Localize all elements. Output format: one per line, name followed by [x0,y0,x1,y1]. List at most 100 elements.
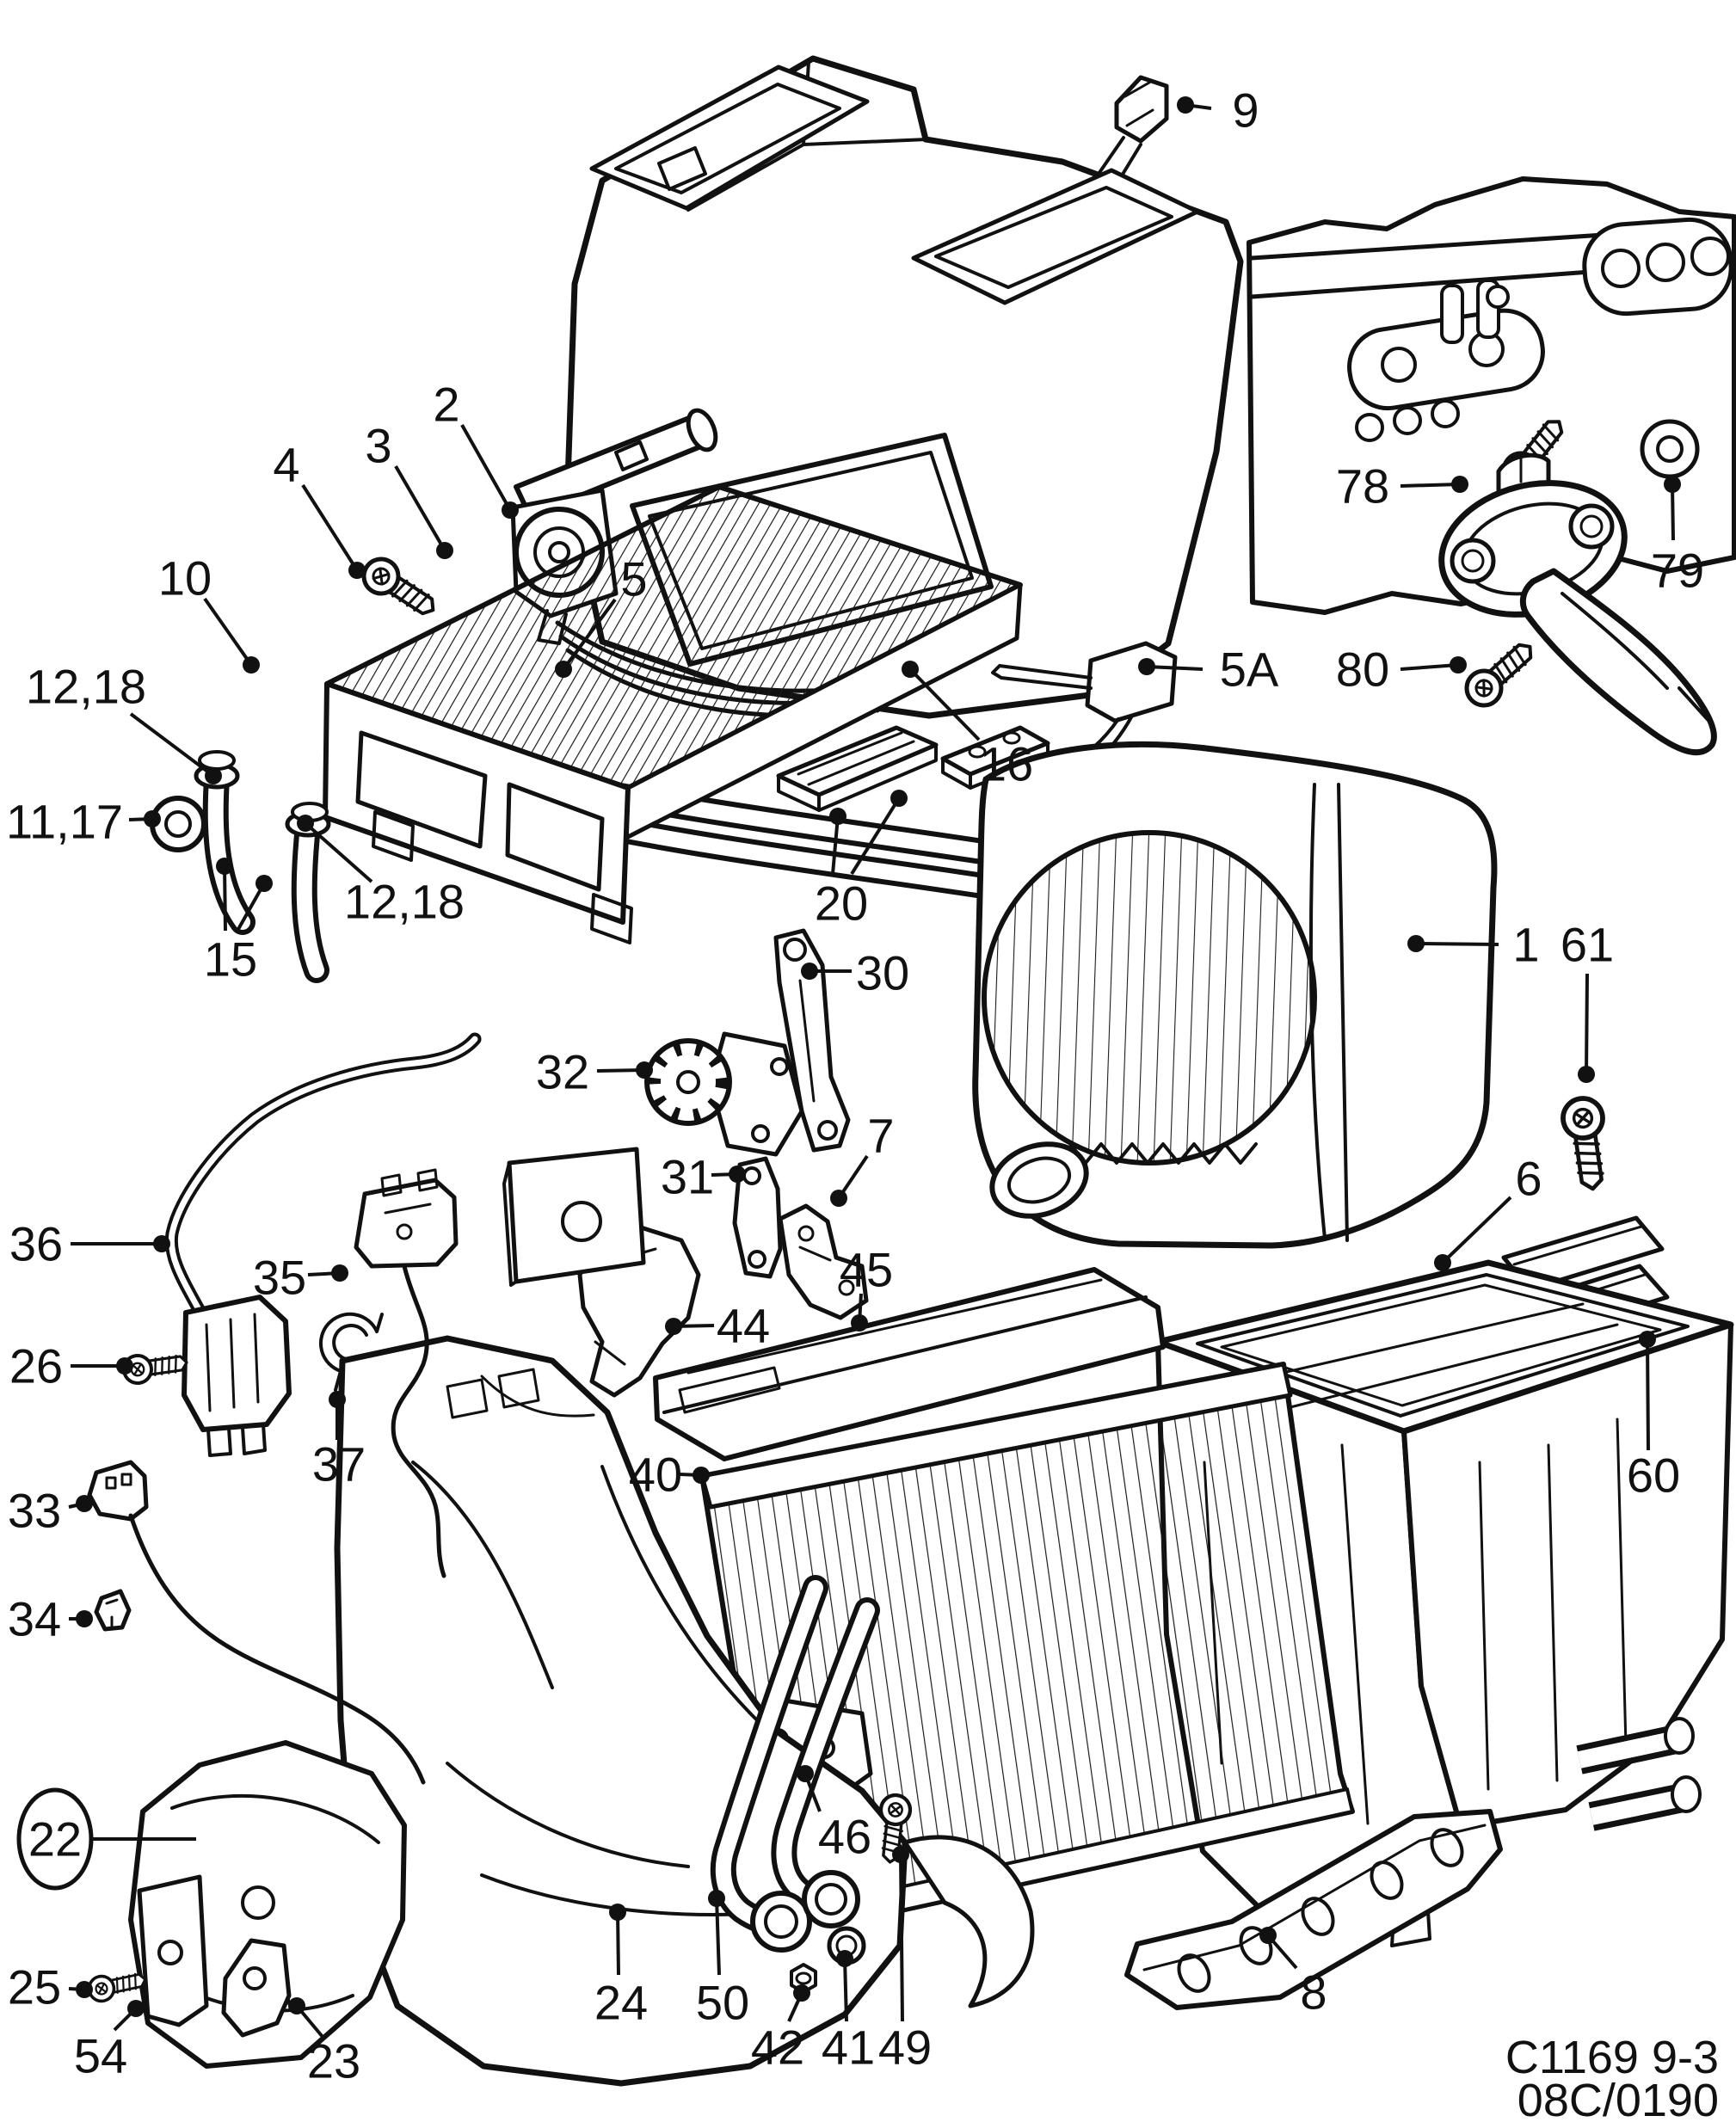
clip-37 [318,1312,384,1392]
callout-label: 42 [751,2021,804,2075]
callout-label: 25 [8,1960,61,2014]
bracket-35 [354,1168,459,1578]
bolt-79 [1640,419,1700,479]
harness-36 [164,1032,482,1457]
temp-sensor-5a [991,641,1178,807]
callout-label: 26 [9,1339,63,1393]
callout-label: 61 [1561,918,1614,972]
callout-37: 37 [312,1391,366,1492]
callout-80: 80 [1336,643,1467,697]
figure-revision: 08C/0190 [1517,2075,1719,2122]
bracket-54 [137,1874,209,2027]
bracket-7 [778,1203,869,1320]
callout-label: 22 [28,1812,82,1867]
callout-label: 46 [818,1810,871,1864]
connector-36 [182,1295,292,1432]
callout-54: 54 [74,2000,145,2083]
callout-label: 1 [1512,918,1539,972]
callout-34: 34 [8,1592,93,1646]
callout-7: 7 [830,1109,895,1207]
callout-23: 23 [288,1997,360,2088]
housing-hook [902,1835,1035,2008]
callout-label: 34 [8,1592,61,1646]
pipe-port [802,1870,860,1928]
callout-49: 49 [878,1846,932,2075]
callout-label: 23 [307,2034,360,2088]
callout-label: 40 [629,1448,682,1502]
callout-5A: 5A [1138,643,1279,697]
callout-label: 4 [273,438,299,492]
callout-22: 22 [16,1787,196,1891]
callout-label: 11,17 [6,795,123,849]
callout-15: 15 [204,858,273,987]
callout-31: 31 [661,1150,746,1204]
blower-drum [982,830,1317,1166]
callout-label: 8 [1300,1965,1327,2020]
callout-label: 44 [717,1299,770,1353]
callout-label: 2 [433,378,459,432]
callout-label: 5A [1220,643,1279,697]
callout-label: 60 [1627,1448,1680,1503]
callout-20: 20 [815,790,908,931]
callout-label: 3 [365,419,391,473]
callout-26: 26 [9,1339,133,1393]
blower-housing-1 [972,741,1498,1249]
grommet-11-17 [150,796,206,852]
mounting-bracket-8 [1124,1809,1503,2010]
callout-12-18-b: 12,18 [297,815,465,929]
callout-label: 7 [867,1109,894,1163]
callout-label: 41 [822,2021,875,2075]
bracket-23 [221,1938,292,2038]
mounting-strips-20 [776,725,1050,812]
callout-36: 36 [9,1217,170,1271]
core-tank-port [355,730,488,849]
callout-42: 42 [751,1984,810,2075]
callout-2: 2 [433,378,519,519]
callout-label: 5 [620,552,647,606]
callout-9: 9 [1177,83,1259,138]
callout-label: 78 [1336,459,1389,514]
callout-40: 40 [629,1448,710,1502]
callout-12-18-a: 12,18 [26,660,222,784]
callout-35: 35 [253,1251,348,1305]
callout-label: 54 [74,2029,127,2083]
callout-label: 16 [980,737,1033,791]
callout-32: 32 [536,1045,653,1099]
drain-hose [1519,568,1717,756]
lever-31 [732,1156,783,1279]
top-vent-left [589,65,870,211]
wire-35 [391,1264,446,1578]
core-tank-port [505,782,605,892]
cabin-filter-45 [653,1267,1166,1461]
callout-label: 80 [1336,643,1389,697]
callout-50: 50 [696,1890,749,2030]
pipe-port [750,1891,812,1953]
callout-label: 10 [158,551,212,606]
callout-label: 20 [815,876,868,931]
callout-8: 8 [1259,1927,1327,2020]
refrigerant-pipes-50 [710,1575,880,1953]
callout-1: 1 [1407,918,1540,972]
callout-label: 49 [878,2021,932,2075]
coolant-pipes-15 [194,750,331,983]
callout-46: 46 [797,1765,871,1864]
callout-61: 61 [1561,918,1614,1083]
callout-label: 30 [856,946,909,1000]
callout-label: 33 [8,1484,61,1538]
callout-label: 31 [661,1150,714,1204]
housing-opening-rim [1154,1259,1734,1435]
callout-45: 45 [840,1243,893,1332]
seal-12-18 [198,750,236,771]
callout-79: 79 [1651,476,1704,598]
callout-60: 60 [1627,1331,1680,1503]
callout-11-17: 11,17 [6,795,161,849]
callout-4: 4 [273,438,366,579]
callout-label: 79 [1651,544,1704,598]
callout-label: 36 [9,1217,63,1271]
callout-label: 15 [204,932,257,987]
callout-44: 44 [665,1299,770,1353]
actuator-32 [644,1031,804,1157]
